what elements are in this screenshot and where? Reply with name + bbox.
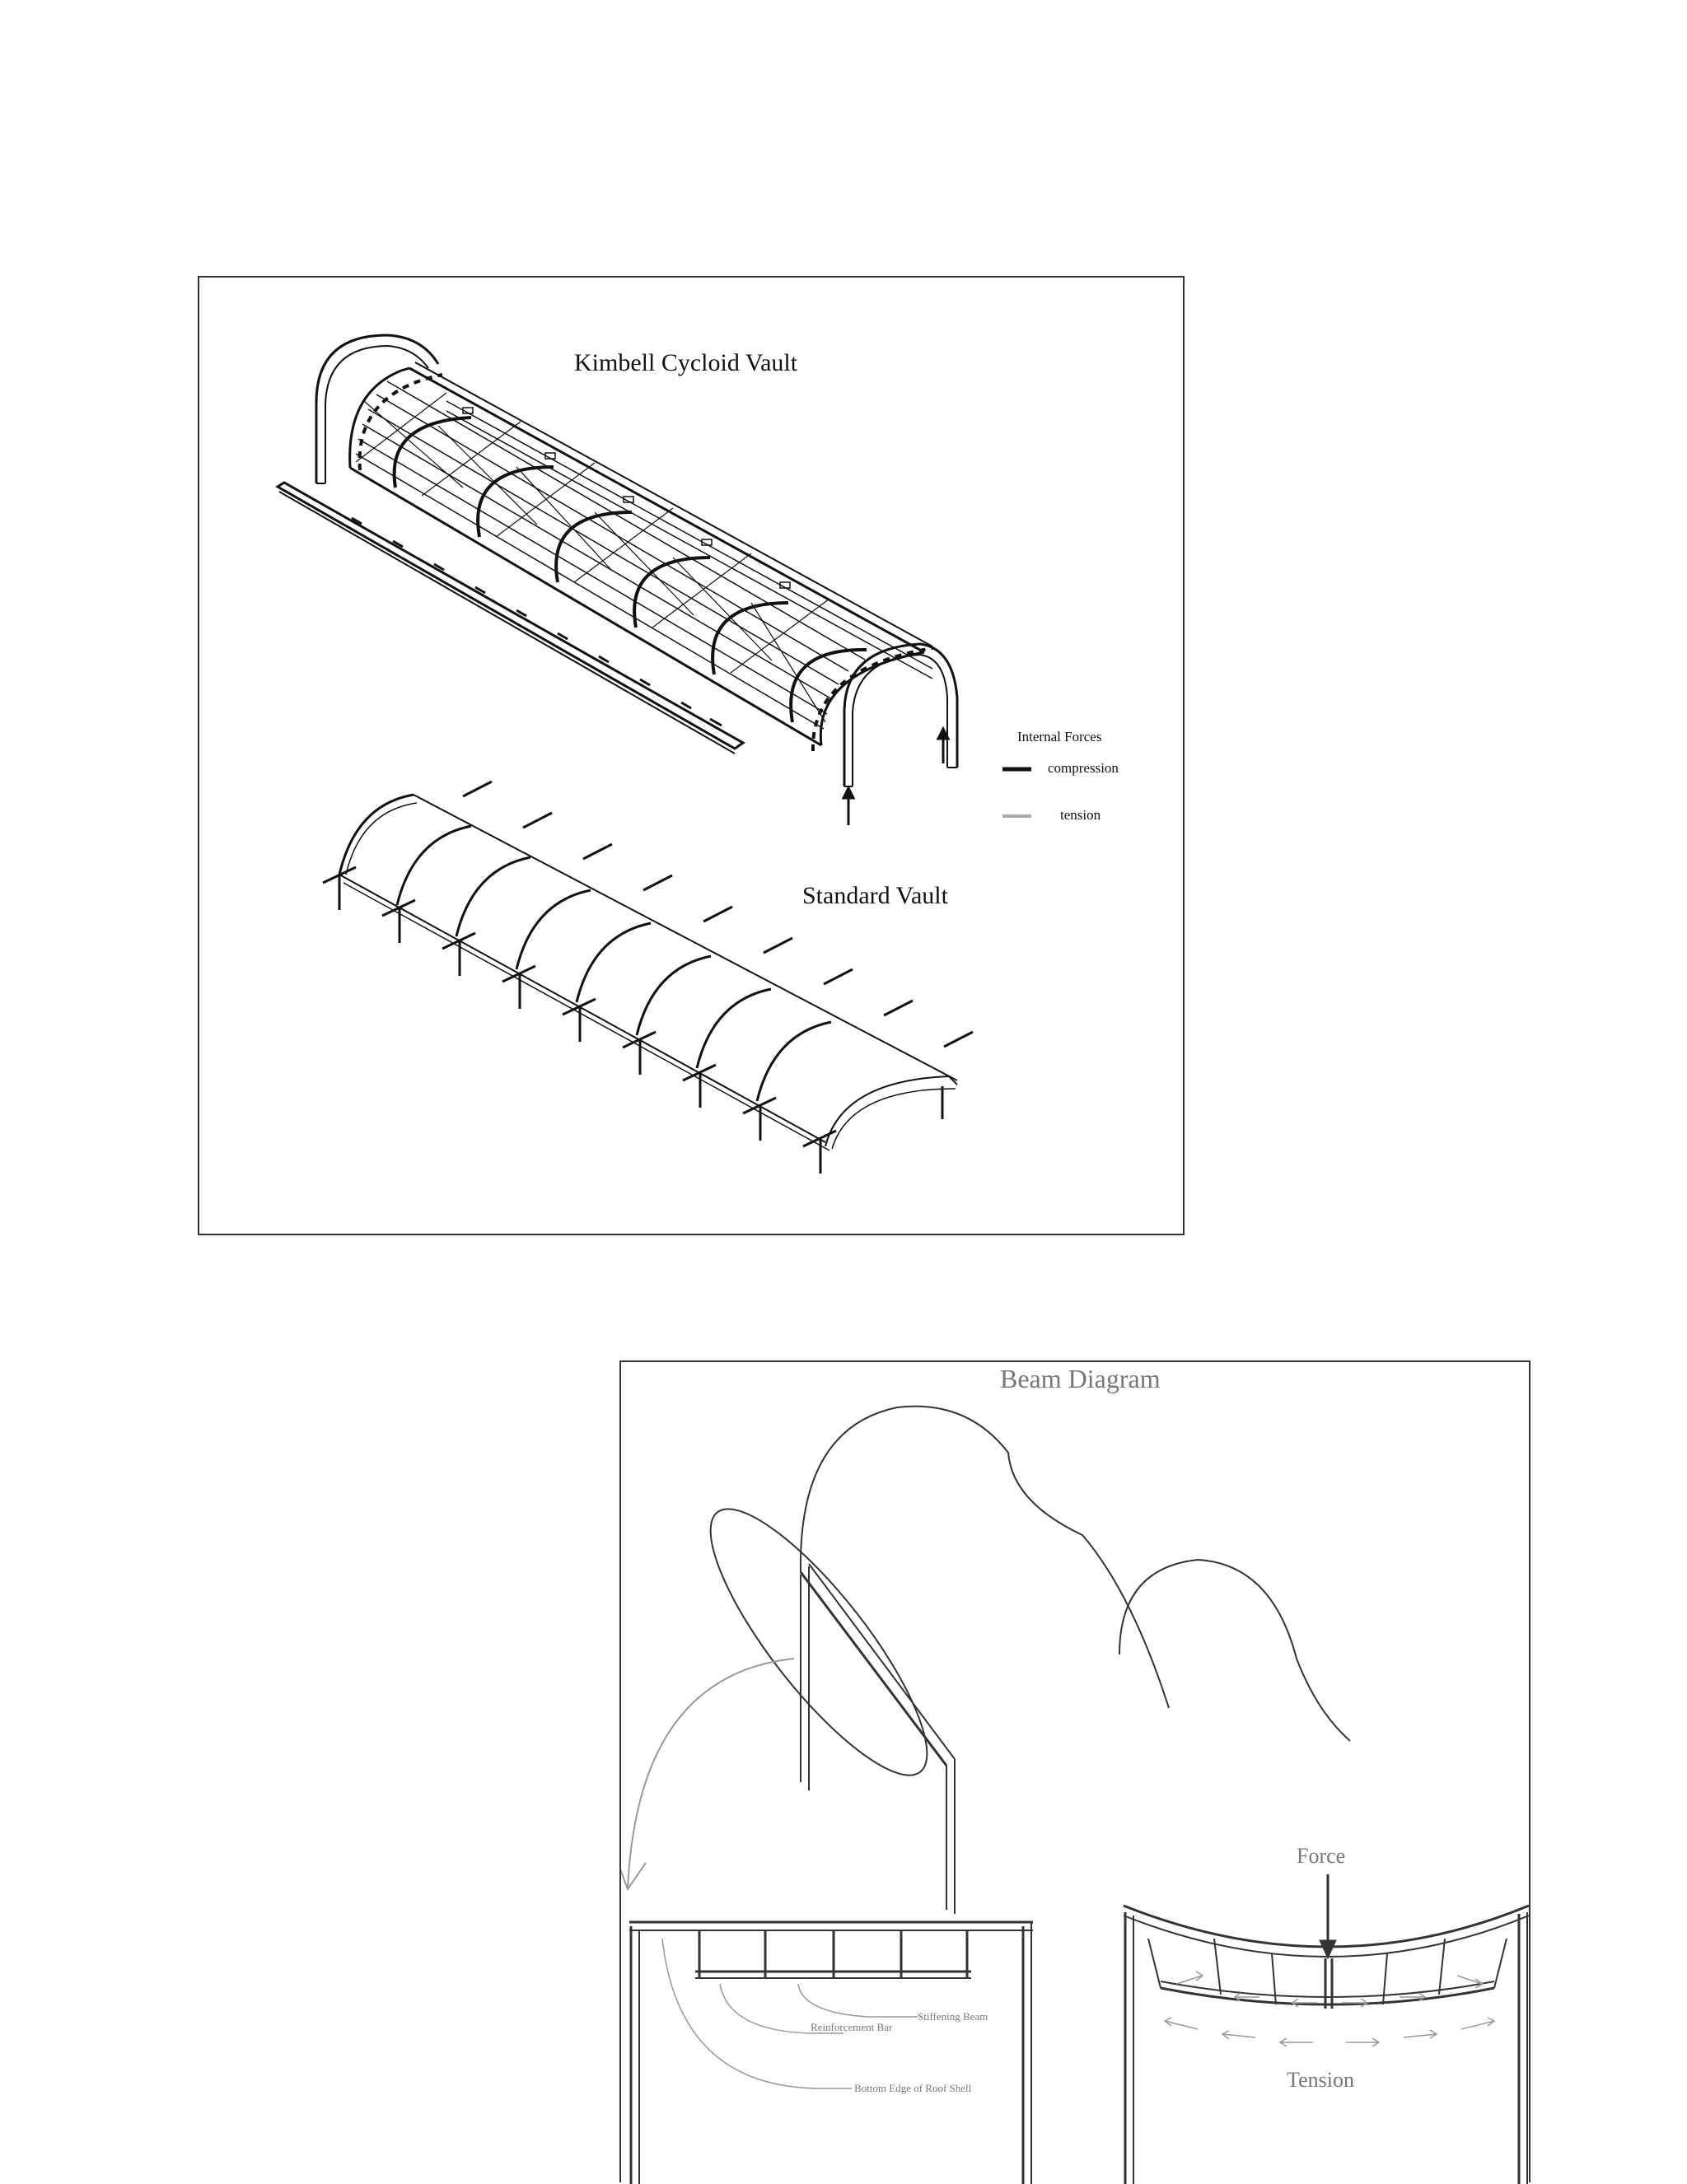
legend-heading: Internal Forces <box>1017 729 1101 744</box>
edge-beam-force-arrows <box>351 516 722 727</box>
force-label: Force <box>1297 1844 1345 1868</box>
callout-leaders <box>661 1938 918 2089</box>
compression-arrows-right <box>811 646 933 752</box>
standard-vault-base <box>339 874 826 1143</box>
shell-longitudinal-lines <box>355 380 866 730</box>
standard-vault-supports <box>322 866 837 1174</box>
legend-compression-label: compression <box>1048 760 1119 776</box>
standard-vault-ridge-ties <box>462 780 974 1119</box>
callout-reinforcement-bar: Reinforcement Bar <box>811 2021 893 2033</box>
tension-label: Tension <box>1287 2068 1354 2092</box>
standard-vault-ridge <box>413 794 958 1081</box>
support-reaction-arrows <box>841 726 951 825</box>
tension-arrows <box>1163 1971 1496 2047</box>
standard-vault <box>322 780 974 1174</box>
shell-left-edge <box>348 366 410 469</box>
standard-vault-left-edge <box>338 793 414 875</box>
vault-comparison-figure: Kimbell Cycloid Vault <box>198 276 1185 1235</box>
legend-tension-label: tension <box>1060 807 1101 823</box>
roof-shell-outline <box>709 1405 1351 1914</box>
beam-diagram-figure: Beam Diagram <box>619 1360 1530 2184</box>
standard-vault-arcs <box>395 824 832 1102</box>
shell-ridge <box>409 366 925 654</box>
curved-beam-detail <box>1123 1904 1529 2184</box>
tension-diagonals <box>355 392 830 723</box>
detail-callout-arrow <box>621 1658 795 1892</box>
kimbell-cycloid-vault <box>275 334 959 787</box>
beam-drawing: Beam Diagram <box>621 1364 1529 2184</box>
force-arrow <box>1319 1874 1337 1960</box>
compression-arrows-left <box>357 373 443 471</box>
beam-section-detail <box>629 1920 1033 2184</box>
vault-drawing: Kimbell Cycloid Vault <box>275 334 1119 1174</box>
kimbell-vault-title: Kimbell Cycloid Vault <box>574 349 798 376</box>
compression-arcs <box>392 416 867 723</box>
internal-forces-legend: Internal Forces compression tension <box>1002 729 1119 823</box>
ridge-blocks <box>462 407 791 589</box>
beam-diagram-title: Beam Diagram <box>1000 1364 1161 1393</box>
standard-vault-title: Standard Vault <box>802 882 949 909</box>
shell-bottom-edge <box>349 466 822 747</box>
left-end-arch <box>315 334 440 483</box>
edge-beam <box>275 481 745 750</box>
right-end-arch <box>843 642 959 786</box>
standard-vault-right-edge <box>825 1075 958 1147</box>
callout-stiffening-beam: Stiffening Beam <box>918 2010 988 2023</box>
callout-bottom-edge: Bottom Edge of Roof Shell <box>854 2082 972 2094</box>
